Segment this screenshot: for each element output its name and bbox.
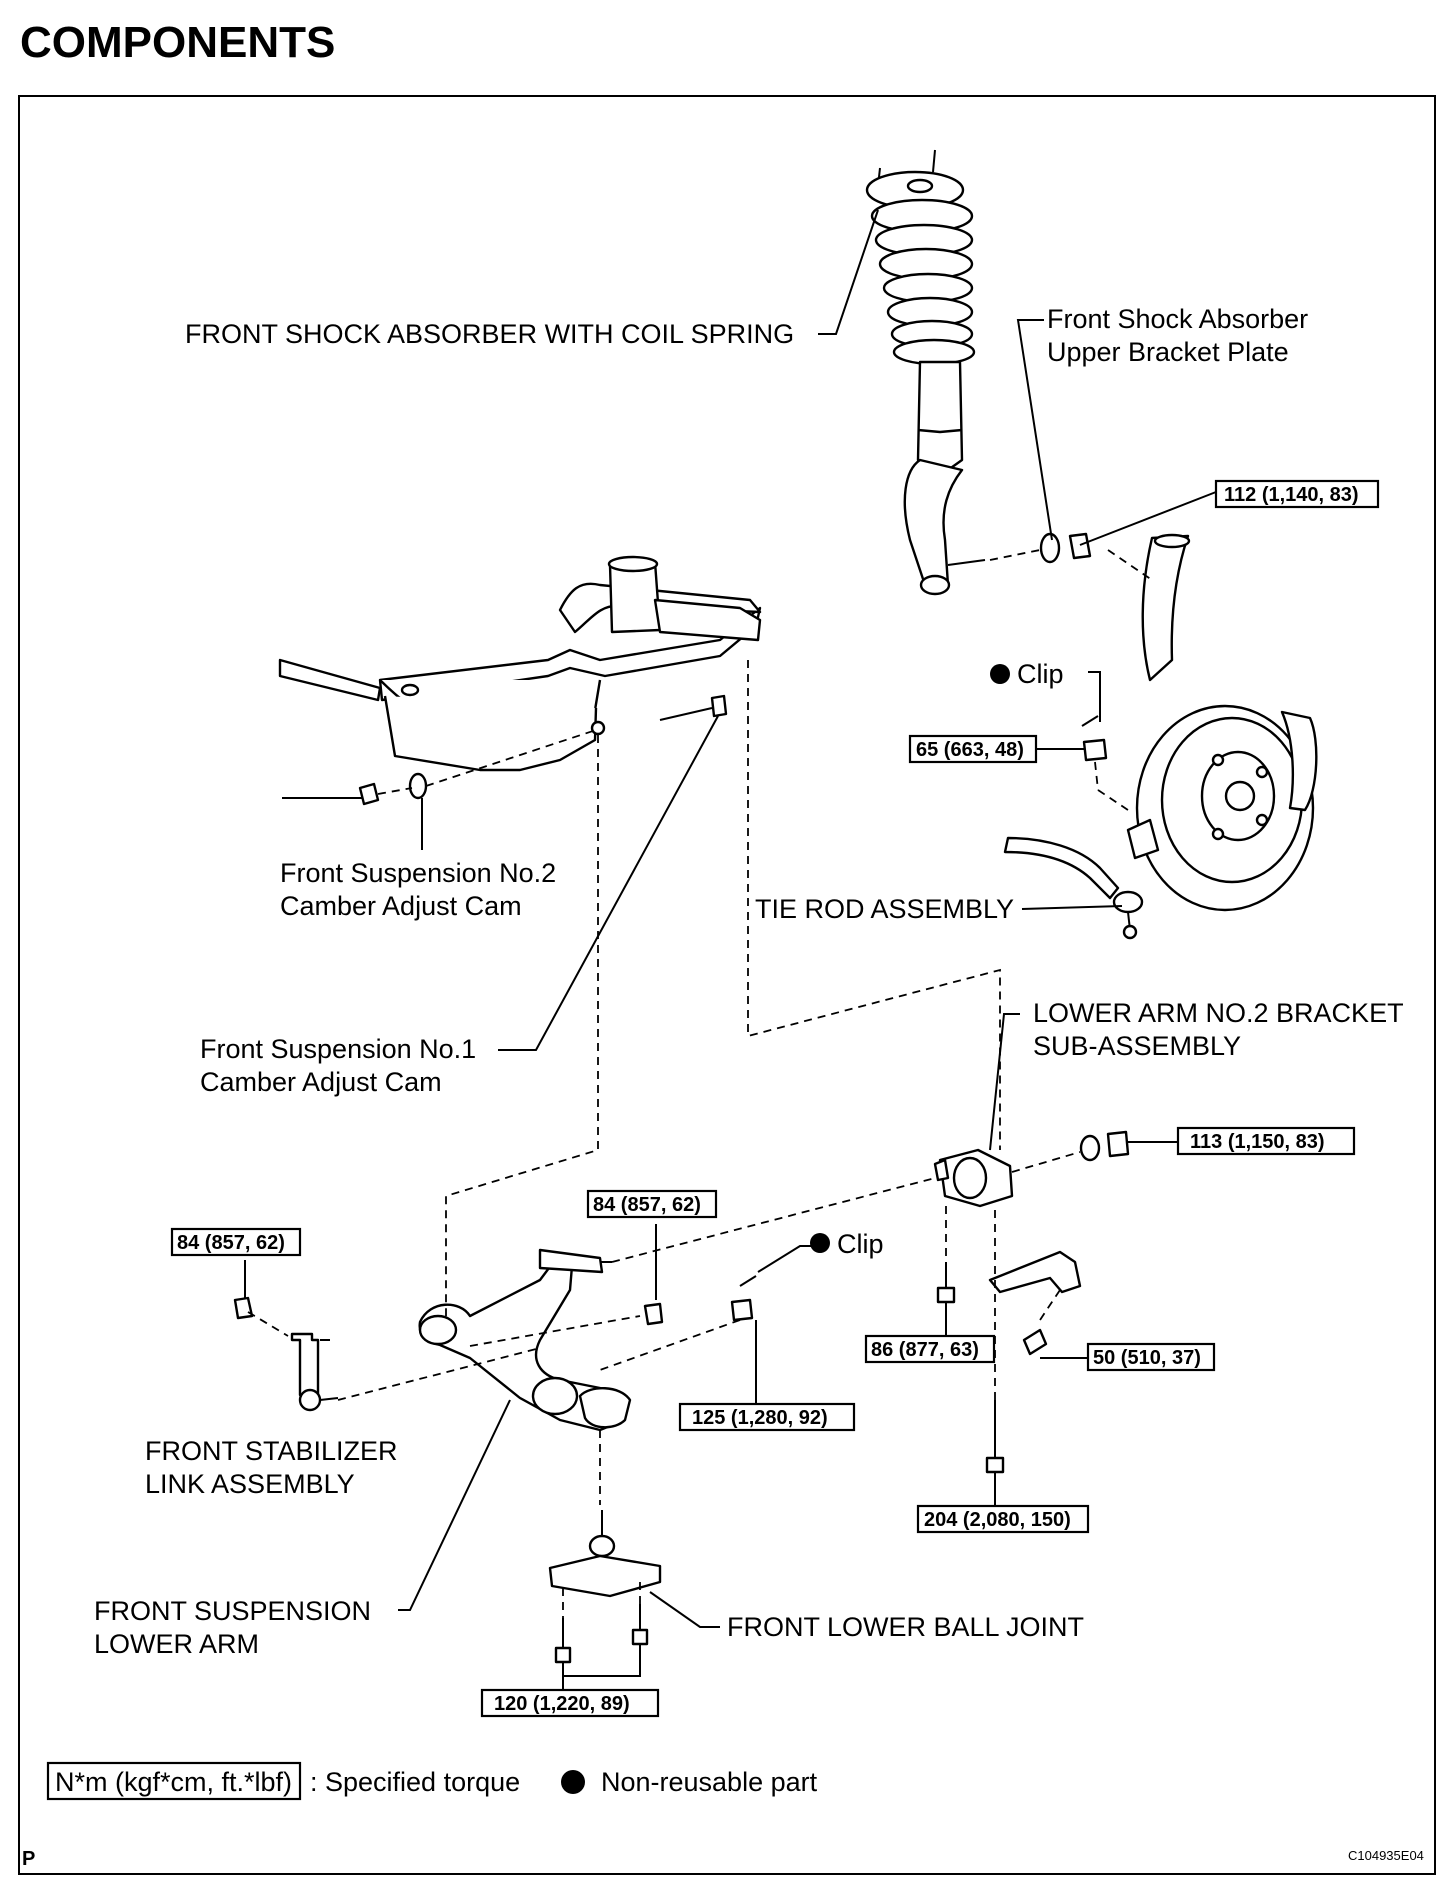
torque-box-204: 204 (2,080, 150): [916, 1504, 1090, 1534]
lower-arm-bracket-drawing: [611, 1130, 1130, 1263]
label-bracket-line2: SUB-ASSEMBLY: [1033, 1031, 1241, 1061]
label-bracket-line1: LOWER ARM NO.2 BRACKET: [1033, 998, 1404, 1028]
legend-torque-desc: : Specified torque: [310, 1767, 520, 1797]
camber-cam-parts: [358, 694, 728, 806]
svg-text:112 (1,140, 83): 112 (1,140, 83): [1224, 484, 1359, 506]
torque-box-86: 86 (877, 63): [864, 1334, 996, 1364]
legend: N*m (kgf*cm, ft.*lbf) : Specified torque…: [46, 1761, 818, 1801]
legend-torque-unit: N*m (kgf*cm, ft.*lbf): [55, 1767, 292, 1797]
diagram-frame: [18, 95, 1436, 1875]
torque-box-50: 50 (510, 37): [1086, 1342, 1216, 1372]
lower-arm-clip-nut: [599, 1275, 757, 1371]
leader-lines: [244, 209, 1217, 1690]
svg-text:84 (857, 62): 84 (857, 62): [593, 1194, 701, 1216]
svg-text:113 (1,150, 83): 113 (1,150, 83): [1190, 1131, 1325, 1153]
label-cam2-line1: Front Suspension No.2: [280, 858, 556, 888]
guide-dashed-lines: [445, 549, 1153, 1318]
torque-box-112: 112 (1,140, 83): [1214, 479, 1380, 509]
figure-code: C104935E04: [1348, 1848, 1424, 1863]
footer-left-mark: P: [22, 1848, 35, 1870]
torque-box-120: 120 (1,220, 89): [480, 1688, 660, 1718]
svg-text:84 (857, 62): 84 (857, 62): [177, 1232, 285, 1254]
label-ball-joint: FRONT LOWER BALL JOINT: [727, 1612, 1084, 1642]
torque-box-125: 125 (1,280, 92): [678, 1402, 856, 1432]
ball-joint-drawing: [548, 1430, 662, 1664]
svg-text:120 (1,220, 89): 120 (1,220, 89): [494, 1693, 630, 1715]
nonreusable-dot-icon: [810, 1233, 830, 1253]
shock-absorber-drawing: [865, 149, 986, 596]
lower-arm-drawing: [418, 1248, 632, 1432]
steering-knuckle-drawing: [1126, 533, 1318, 912]
torque-box-113: 113 (1,150, 83): [1176, 1126, 1356, 1156]
label-tie-rod: TIE ROD ASSEMBLY: [755, 894, 1014, 924]
upper-bracket-nut-parts: [989, 532, 1092, 564]
svg-text:65 (663, 48): 65 (663, 48): [916, 739, 1024, 761]
legend-nonreusable-desc: Non-reusable part: [601, 1767, 818, 1797]
label-upper-bracket-line2: Upper Bracket Plate: [1047, 337, 1289, 367]
label-stabilizer-line2: LINK ASSEMBLY: [145, 1469, 355, 1499]
svg-text:125 (1,280, 92): 125 (1,280, 92): [692, 1407, 828, 1429]
label-cam2-line2: Camber Adjust Cam: [280, 891, 522, 921]
svg-text:50 (510, 37): 50 (510, 37): [1093, 1347, 1201, 1369]
svg-text:204 (2,080, 150): 204 (2,080, 150): [924, 1509, 1071, 1531]
nonreusable-dot-icon: [990, 664, 1010, 684]
label-stabilizer-line1: FRONT STABILIZER: [145, 1436, 398, 1466]
page-title: COMPONENTS: [20, 18, 336, 67]
label-clip-lower: Clip: [837, 1229, 884, 1259]
label-lower-arm-line2: LOWER ARM: [94, 1629, 259, 1659]
tie-rod-drawing: [1003, 836, 1144, 940]
lower-arm-fasteners: [233, 1296, 664, 1401]
label-lower-arm-line1: FRONT SUSPENSION: [94, 1596, 371, 1626]
label-shock-absorber: FRONT SHOCK ABSORBER WITH COIL SPRING: [185, 319, 794, 349]
torque-box-65: 65 (663, 48): [908, 734, 1038, 764]
label-cam1-line2: Camber Adjust Cam: [200, 1067, 442, 1097]
label-cam1-line1: Front Suspension No.1: [200, 1034, 476, 1064]
legend-torque-box: [46, 1761, 302, 1801]
label-upper-bracket-line1: Front Shock Absorber: [1047, 304, 1308, 334]
knuckle-clip-nut: [1081, 715, 1129, 811]
torque-box-84-left: 84 (857, 62): [170, 1227, 302, 1257]
bracket-bolts: [936, 1206, 1005, 1474]
svg-text:86 (877, 63): 86 (877, 63): [871, 1339, 979, 1361]
bracket-brace-drawing: [988, 1250, 1082, 1356]
label-clip-upper: Clip: [1017, 659, 1064, 689]
crossmember-drawing: [278, 555, 762, 772]
nonreusable-dot-icon: [561, 1770, 585, 1794]
torque-box-84-mid: 84 (857, 62): [586, 1189, 718, 1219]
stabilizer-link-drawing: [290, 1332, 339, 1412]
